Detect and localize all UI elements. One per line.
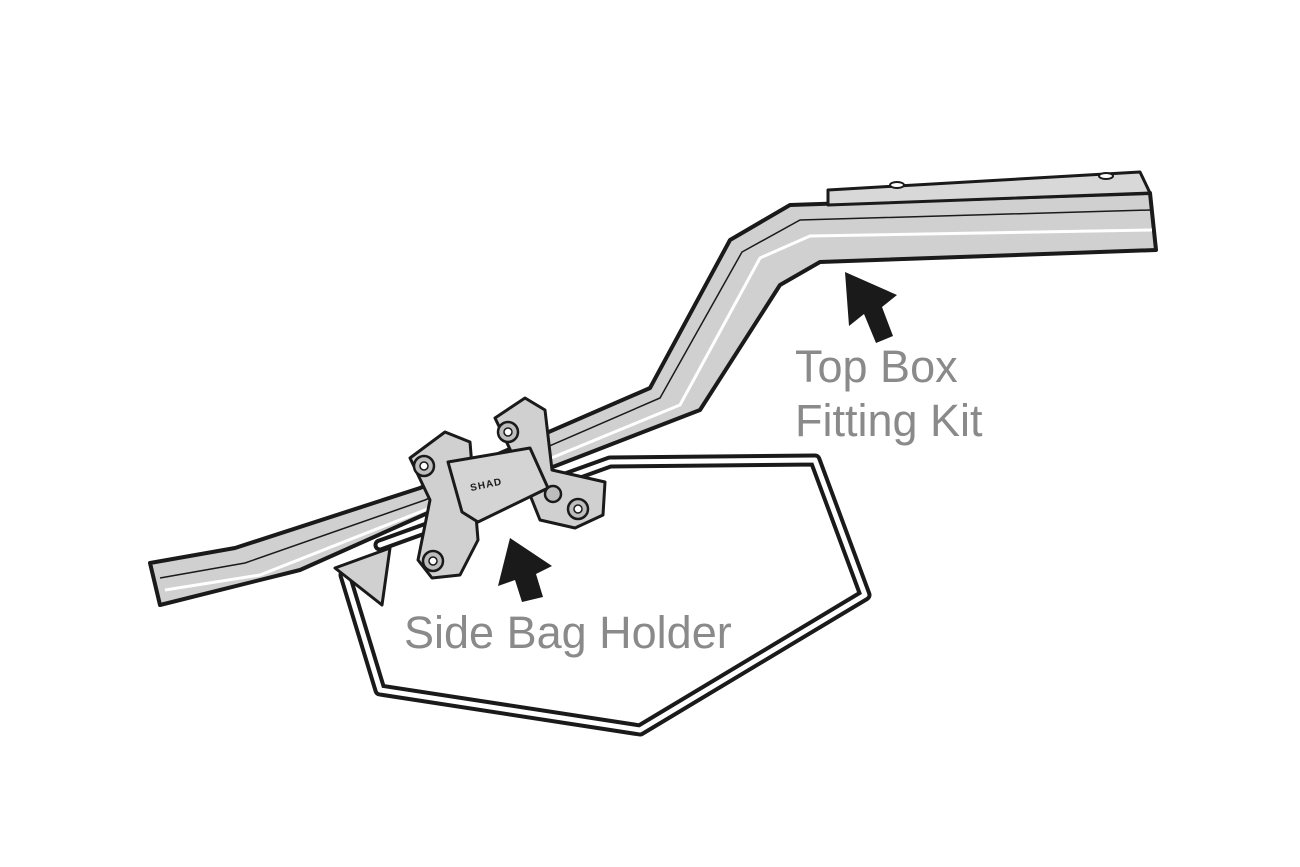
side-bag-label-text: Side Bag Holder [404, 607, 732, 658]
arrow-top-box [845, 272, 897, 343]
side-bag-holder [333, 453, 872, 737]
side-bag-label: Side Bag Holder [404, 606, 732, 660]
top-box-label: Top Box Fitting Kit [795, 340, 983, 448]
clamp-assembly: SHAD [408, 396, 607, 580]
top-box-label-line1: Top Box [795, 341, 958, 392]
top-box-rail [148, 170, 1158, 607]
top-box-label-line2: Fitting Kit [795, 395, 983, 446]
arrow-side-bag [498, 538, 552, 602]
